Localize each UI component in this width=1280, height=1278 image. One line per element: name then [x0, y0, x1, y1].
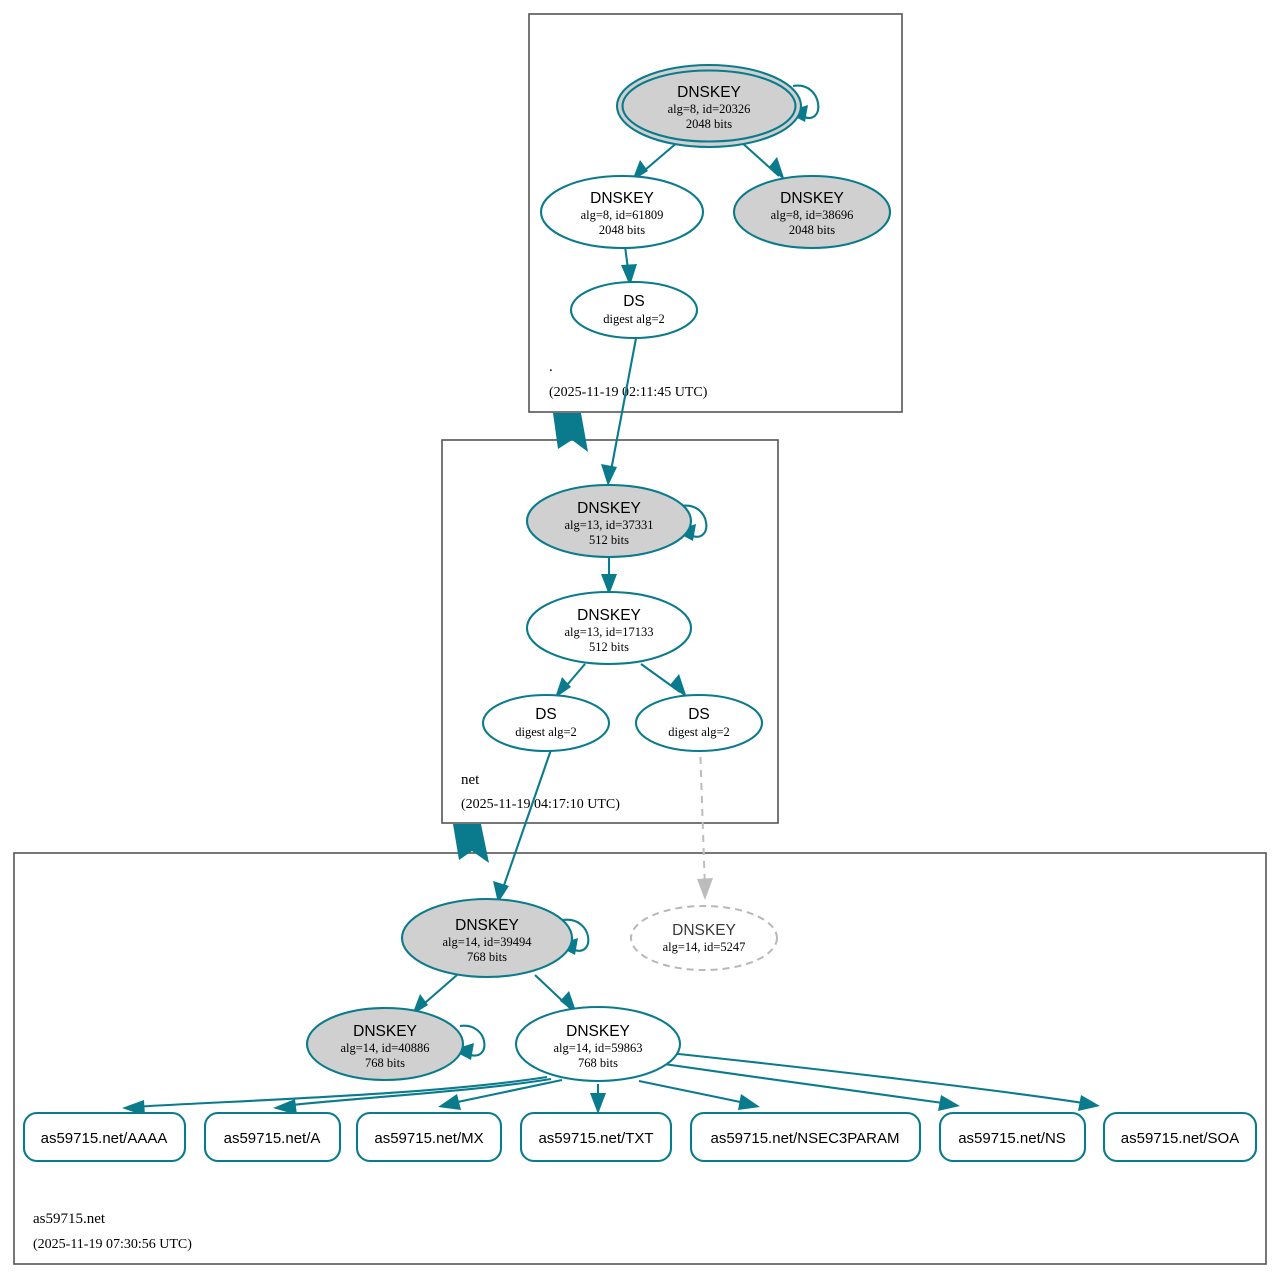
edge-self-sign-zone-key-40886: [452, 1024, 486, 1060]
edge-root-61809-to-ds: [621, 245, 637, 286]
node-dnskey-root-20326[interactable]: DNSKEY alg=8, id=20326 2048 bits: [615, 63, 803, 149]
node-dnskey-net-17133[interactable]: DNSKEY alg=13, id=17133 512 bits: [525, 590, 693, 666]
edge-59863-to-nsec3param: [638, 1079, 760, 1110]
rrset-nsec3param[interactable]: as59715.net/NSEC3PARAM: [689, 1111, 922, 1163]
node-params: alg=8, id=38696: [771, 208, 854, 222]
zone-timestamp-as59715net: (2025-11-19 07:30:56 UTC): [33, 1237, 192, 1252]
edge-net-17133-to-ds-right: [640, 663, 687, 698]
rrset-label: as59715.net/TXT: [538, 1130, 653, 1147]
zone-label-root: .: [549, 359, 553, 375]
node-bits: 2048 bits: [686, 117, 732, 131]
node-params: alg=8, id=61809: [581, 208, 664, 222]
node-title: DS: [535, 706, 557, 723]
node-title: DNSKEY: [455, 917, 519, 934]
node-dnskey-root-61809[interactable]: DNSKEY alg=8, id=61809 2048 bits: [539, 174, 705, 250]
zone-box-as59715net: as59715.net (2025-11-19 07:30:56 UTC): [13, 852, 1267, 1265]
delegation-wedge-root-to-net: [553, 413, 588, 452]
rrset-label: as59715.net/AAAA: [41, 1130, 168, 1147]
edge-59863-to-a: [273, 1077, 552, 1115]
rrset-label: as59715.net/A: [224, 1130, 321, 1147]
node-title: DS: [623, 293, 645, 310]
node-title: DNSKEY: [353, 1023, 417, 1040]
node-params: alg=14, id=59863: [553, 1041, 642, 1055]
edge-net-17133-to-ds-left: [555, 663, 586, 698]
node-title: DNSKEY: [672, 922, 736, 939]
node-params: alg=14, id=40886: [340, 1041, 429, 1055]
rrset-a[interactable]: as59715.net/A: [203, 1111, 342, 1163]
zone-label-as59715net: as59715.net: [33, 1211, 106, 1227]
node-title: DNSKEY: [566, 1023, 630, 1040]
node-title: DS: [688, 706, 710, 723]
rrset-mx[interactable]: as59715.net/MX: [355, 1111, 503, 1163]
rrset-label: as59715.net/NSEC3PARAM: [711, 1130, 900, 1147]
edge-root-ds-to-net-ksk: [601, 332, 639, 486]
node-params: digest alg=2: [603, 312, 665, 326]
edge-net-ksk-to-17133: [601, 557, 617, 595]
node-dnskey-zone-39494[interactable]: DNSKEY alg=14, id=39494 768 bits: [400, 897, 574, 979]
node-params: digest alg=2: [515, 725, 577, 739]
node-title: DNSKEY: [577, 500, 641, 517]
zone-label-net: net: [461, 772, 480, 788]
node-params: alg=13, id=17133: [564, 625, 653, 639]
node-ds-net-left[interactable]: DS digest alg=2: [481, 693, 611, 753]
node-params: alg=8, id=20326: [668, 102, 751, 116]
node-params: alg=14, id=39494: [442, 935, 532, 949]
edge-net-ds-to-key-5247-insecure: [697, 743, 713, 900]
zone-box-net: net (2025-11-19 04:17:10 UTC): [441, 439, 779, 824]
edge-59863-to-ns: [656, 1061, 960, 1111]
node-bits: 768 bits: [467, 950, 507, 964]
delegation-wedge-net-to-as59715net: [453, 824, 489, 863]
node-title: DNSKEY: [590, 190, 654, 207]
node-dnskey-root-38696[interactable]: DNSKEY alg=8, id=38696 2048 bits: [732, 174, 892, 250]
node-bits: 2048 bits: [789, 223, 835, 237]
rrset-soa[interactable]: as59715.net/SOA: [1102, 1111, 1258, 1163]
node-dnskey-net-37331[interactable]: DNSKEY alg=13, id=37331 512 bits: [525, 483, 693, 559]
node-title: DNSKEY: [577, 607, 641, 624]
node-title: DNSKEY: [677, 84, 741, 101]
node-title: DNSKEY: [780, 190, 844, 207]
node-dnskey-zone-5247-insecure[interactable]: DNSKEY alg=14, id=5247: [630, 905, 778, 971]
rrset-label: as59715.net/MX: [374, 1130, 483, 1147]
edge-net-ds-to-zone-ksk: [493, 743, 554, 903]
rrset-txt[interactable]: as59715.net/TXT: [519, 1111, 673, 1163]
node-ds-root[interactable]: DS digest alg=2: [569, 280, 699, 340]
edge-59863-to-soa: [659, 1050, 1100, 1111]
node-params: alg=13, id=37331: [564, 518, 653, 532]
node-params: digest alg=2: [668, 725, 730, 739]
node-bits: 768 bits: [365, 1056, 405, 1070]
node-bits: 768 bits: [578, 1056, 618, 1070]
edge-zone-ksk-to-40886: [412, 974, 458, 1015]
node-ds-net-right[interactable]: DS digest alg=2: [634, 693, 764, 753]
rrset-label: as59715.net/NS: [958, 1130, 1066, 1147]
rrset-aaaa[interactable]: as59715.net/AAAA: [22, 1111, 187, 1163]
edge-59863-to-txt: [590, 1084, 606, 1114]
zone-box-root: . (2025-11-19 02:11:45 UTC): [528, 13, 903, 413]
rrset-ns[interactable]: as59715.net/NS: [938, 1111, 1087, 1163]
node-bits: 512 bits: [589, 533, 629, 547]
zone-timestamp-net: (2025-11-19 04:17:10 UTC): [461, 797, 620, 812]
node-dnskey-zone-59863[interactable]: DNSKEY alg=14, id=59863 768 bits: [514, 1005, 682, 1083]
node-bits: 512 bits: [589, 640, 629, 654]
edge-59863-to-mx: [438, 1078, 563, 1110]
edge-root-ksk-to-38696: [739, 140, 785, 181]
node-bits: 2048 bits: [599, 223, 645, 237]
edge-root-ksk-to-61809: [632, 140, 680, 181]
rrset-label: as59715.net/SOA: [1121, 1130, 1239, 1147]
node-dnskey-zone-40886[interactable]: DNSKEY alg=14, id=40886 768 bits: [305, 1006, 465, 1082]
node-params: alg=14, id=5247: [663, 940, 746, 954]
zone-timestamp-root: (2025-11-19 02:11:45 UTC): [549, 385, 708, 400]
